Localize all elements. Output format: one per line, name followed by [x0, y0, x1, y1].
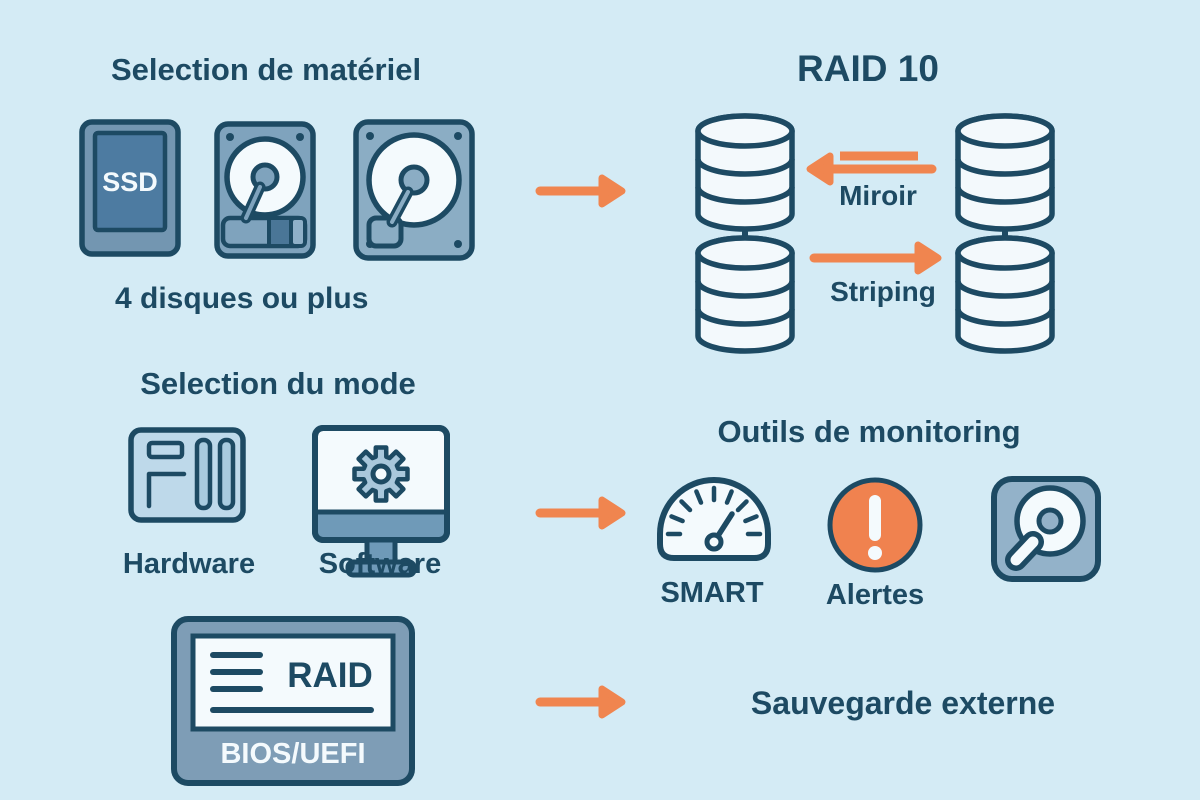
raid-disk-stack-right [955, 113, 1055, 354]
mirror-arrow [806, 151, 937, 186]
gauge-ticks [665, 485, 763, 537]
hardware-selection-title: Selection de matériel [110, 52, 422, 87]
mode-selection-title: Selection du mode [140, 366, 416, 401]
bios-raid-label: RAID [287, 656, 373, 695]
backup-label: Sauvegarde externe [750, 685, 1056, 721]
alert-icon [827, 477, 923, 573]
hardware-controller-icon [128, 427, 246, 523]
bios-device-label: BIOS/UEFI [220, 738, 366, 770]
hardware-label: Hardware [122, 548, 256, 580]
hdd-icon-1 [214, 121, 316, 259]
smart-label: SMART [660, 577, 764, 609]
raid10-title: RAID 10 [797, 48, 939, 89]
mirror-label: Miroir [839, 180, 917, 211]
raid-disk-stack-left [695, 113, 795, 354]
disk-count-label: 4 disques ou plus [115, 282, 369, 315]
flow-arrow-3 [535, 685, 626, 719]
hdd-icon-2 [353, 119, 475, 261]
striping-label: Striping [830, 276, 936, 307]
striping-arrow [809, 241, 942, 275]
flow-arrow-2 [535, 496, 626, 530]
software-monitor-icon [312, 425, 450, 578]
alerts-label: Alertes [825, 579, 925, 611]
ssd-label: SSD [102, 167, 158, 197]
software-label: Software [318, 548, 442, 580]
ssd-icon: SSD [79, 119, 181, 257]
flow-arrow-1 [535, 174, 626, 208]
disk-check-icon [991, 476, 1101, 582]
monitoring-title: Outils de monitoring [717, 414, 1021, 449]
smart-gauge-icon [657, 477, 771, 561]
bios-screen-icon: RAID [171, 616, 415, 786]
